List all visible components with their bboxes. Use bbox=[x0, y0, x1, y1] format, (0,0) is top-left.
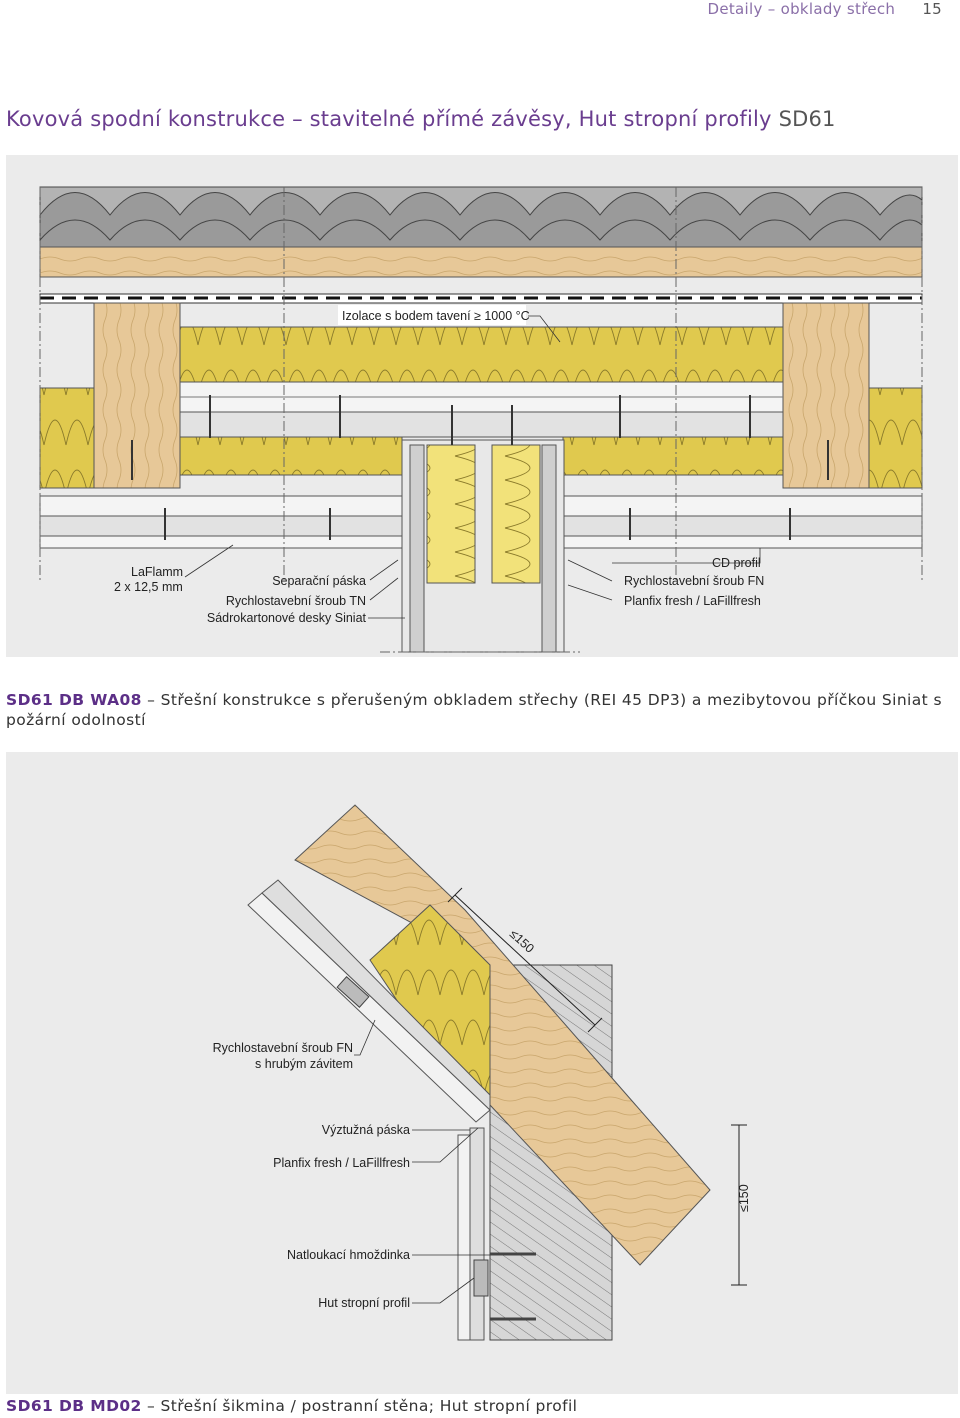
figure2-caption-text: – Střešní šikmina / postranní stěna; Hut… bbox=[141, 1397, 578, 1415]
label-sroub-tn: Rychlostavební šroub TN bbox=[226, 594, 366, 608]
figure2-drawing: ≤150 ≤150 Rychlostavební šroub FN s hrub… bbox=[213, 804, 751, 1341]
figure1-caption-text: – Střešní konstrukce s přerušeným obklad… bbox=[6, 691, 942, 729]
label-planfix: Planfix fresh / LaFillfresh bbox=[624, 594, 761, 608]
dim-right: ≤150 bbox=[737, 1184, 751, 1212]
page-number: 15 bbox=[922, 0, 942, 18]
label-cd-profil: CD profil bbox=[712, 556, 761, 570]
figure2-caption: SD61 DB MD02 – Střešní šikmina / postran… bbox=[6, 1396, 577, 1416]
label-vyztuzna-paska: Výztužná páska bbox=[322, 1123, 410, 1137]
label-izolace: Izolace s bodem tavení ≥ 1000 °C bbox=[342, 309, 530, 323]
page-title: Kovová spodní konstrukce – stavitelné př… bbox=[6, 107, 836, 131]
section-title: Detaily – obklady střech bbox=[707, 0, 896, 18]
label-sroub-fn-2: Rychlostavební šroub FN bbox=[213, 1041, 353, 1055]
title-code: SD61 bbox=[778, 107, 836, 131]
figure2-code: SD61 DB MD02 bbox=[6, 1397, 142, 1415]
label-hmozdinka: Natloukací hmoždinka bbox=[287, 1248, 410, 1262]
title-text: Kovová spodní konstrukce – stavitelné př… bbox=[6, 107, 772, 131]
label-planfix-2: Planfix fresh / LaFillfresh bbox=[273, 1156, 410, 1170]
label-separacni-paska: Separační páska bbox=[272, 574, 366, 588]
figure1-caption: SD61 DB WA08 – Střešní konstrukce s přer… bbox=[6, 690, 946, 730]
label-sroub-fn: Rychlostavební šroub FN bbox=[624, 574, 764, 588]
dim-top: ≤150 bbox=[507, 927, 537, 956]
label-laflamm: LaFlamm bbox=[131, 565, 183, 579]
label-sadrokarton: Sádrokartonové desky Siniat bbox=[207, 611, 367, 625]
figure1-code: SD61 DB WA08 bbox=[6, 691, 142, 709]
label-hruby-zavit: s hrubým závitem bbox=[255, 1057, 353, 1071]
page-header: Detaily – obklady střech 15 bbox=[708, 0, 943, 18]
label-hut-profil: Hut stropní profil bbox=[318, 1296, 410, 1310]
label-laflamm-size: 2 x 12,5 mm bbox=[114, 580, 183, 594]
figure1-drawing: Izolace s bodem tavení ≥ 1000 °C LaFlamm… bbox=[39, 186, 923, 653]
